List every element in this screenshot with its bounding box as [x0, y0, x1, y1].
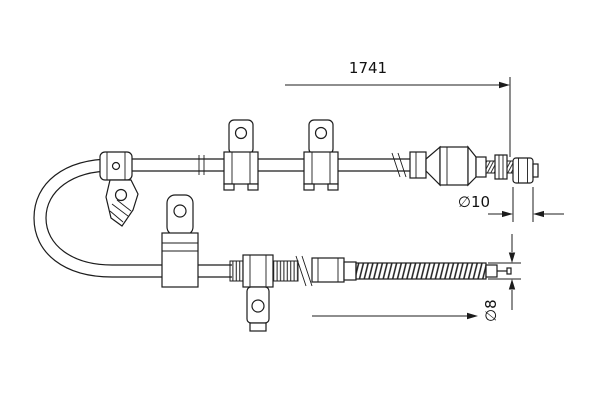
cable-loop	[33, 158, 232, 278]
length-dimension-label: 1741	[349, 59, 387, 77]
clamp-hole	[234, 126, 248, 140]
frame-bracket	[161, 194, 199, 288]
lower-clamp-bracket	[242, 254, 274, 332]
dimension-diameter-8: ∅8	[312, 234, 521, 322]
conduit-spring	[229, 260, 245, 282]
conduit-spring	[272, 260, 299, 282]
conduit-fitting	[311, 257, 345, 283]
mount-clamp-1	[223, 119, 259, 191]
lever-hole	[114, 188, 128, 202]
adjuster-nut	[494, 154, 508, 180]
bracket-hole	[251, 299, 265, 313]
spring-end-cap	[485, 264, 498, 278]
equalizer-bracket	[99, 151, 139, 227]
top-cable	[112, 152, 410, 178]
leader-arrow	[312, 312, 478, 320]
dimension-diameter-10: ∅10	[458, 187, 564, 222]
dimension-length-1741: 1741	[285, 59, 511, 157]
bracket-hole	[173, 204, 187, 218]
coil-spring-section	[355, 262, 487, 280]
clamp-hole	[111, 161, 121, 171]
cable-end-nipple	[512, 157, 539, 184]
adjuster-assembly	[409, 145, 514, 187]
mount-clamp-2	[303, 119, 339, 191]
top-diameter-label: ∅10	[458, 193, 490, 211]
bottom-diameter-label: ∅8	[482, 299, 500, 322]
cable-tip	[506, 267, 512, 275]
clamp-hole	[314, 126, 328, 140]
